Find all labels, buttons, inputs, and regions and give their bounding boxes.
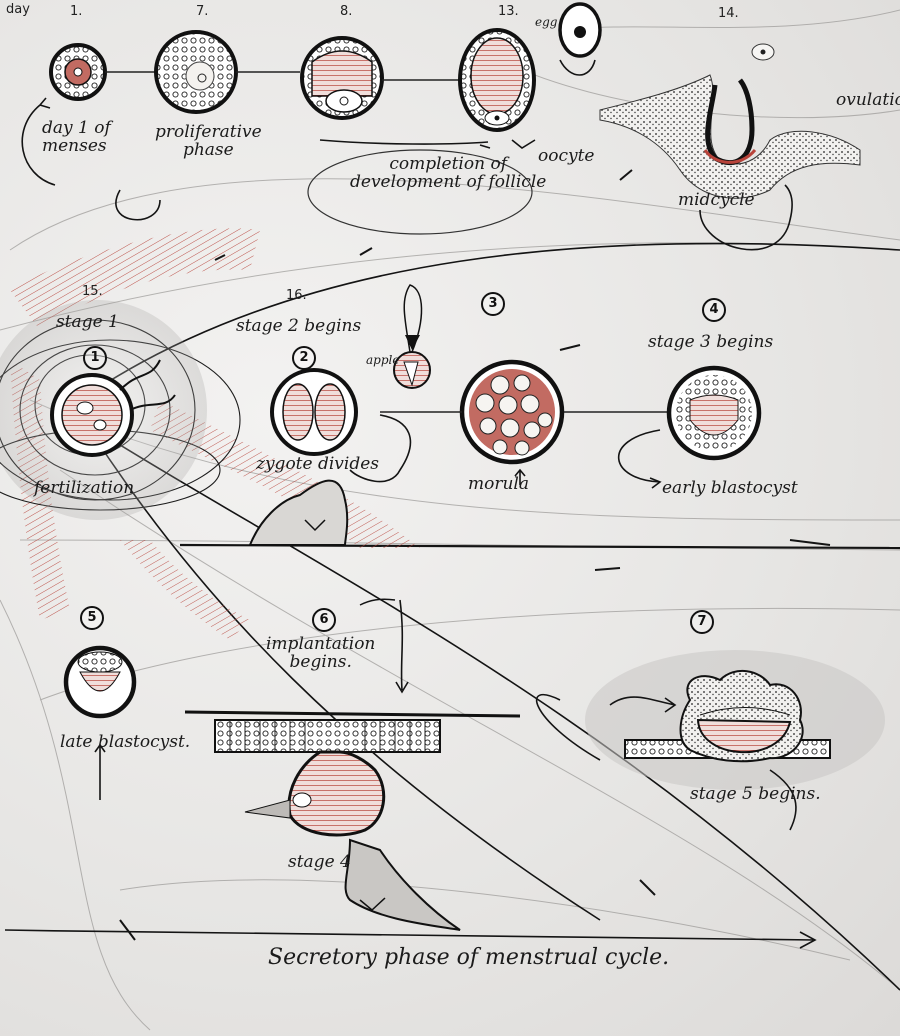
label-stage1: stage 1 [56, 312, 119, 332]
label-day1-of-menses: day 1 of menses [42, 118, 111, 156]
fertilized-egg [50, 359, 176, 457]
follicle-day13 [458, 28, 536, 132]
stage-number-5: 5 [80, 606, 104, 630]
follicle-day1 [49, 43, 107, 101]
morula [459, 359, 565, 465]
bottom-arrows [535, 694, 797, 831]
day-number-7: 7. [196, 4, 209, 19]
stage-number-6: 6 [312, 608, 336, 632]
ovulation-surface [599, 43, 861, 199]
label-stage2: stage 2 begins [236, 316, 362, 336]
label-stage3: stage 3 begins [648, 332, 774, 352]
stage-number-4: 4 [702, 298, 726, 322]
label-egg: egg [535, 15, 558, 29]
label-proliferative-phase: proliferative phase [155, 122, 262, 160]
stage5-implant [585, 650, 885, 790]
day-number-15: 15. [82, 284, 103, 299]
label-secretory-phase: Secretory phase of menstrual cycle. [268, 945, 670, 970]
label-fertilization: fertilization [34, 478, 135, 498]
label-morula: morula [468, 474, 530, 494]
label-apple: apple [366, 353, 400, 367]
label-oocyte: oocyte [538, 146, 595, 166]
stage-number-3: 3 [481, 292, 505, 316]
zygote-two-cell [270, 368, 358, 456]
day-number-16: 16. [286, 288, 307, 303]
implantation-scene [184, 710, 521, 931]
day-number-8: 8. [340, 4, 353, 19]
label-completion-follicle: completion of development of follicle [350, 154, 547, 192]
late-blastocyst [63, 645, 137, 719]
stage-number-1: 1 [83, 346, 107, 370]
label-midcycle: midcycle [678, 190, 755, 210]
day-label: day [6, 2, 30, 17]
label-zygote-divides: zygote divides [256, 454, 380, 474]
stage-number-2: 2 [292, 346, 316, 370]
label-late-blastocyst: late blastocyst. [60, 732, 191, 752]
label-early-blastocyst: early blastocyst [662, 478, 798, 498]
apple-sketch [393, 284, 431, 389]
day-number-13: 13. [498, 4, 519, 19]
follicle-bubble [307, 149, 533, 235]
top-arrows [21, 59, 793, 251]
label-implantation-begins: implantation begins. [266, 634, 376, 672]
stray-marks [119, 169, 831, 941]
early-blastocyst [666, 365, 762, 461]
label-ovulation: ovulatio [836, 90, 900, 110]
follicle-day7 [154, 30, 238, 114]
label-stage4: stage 4 [288, 852, 351, 872]
day-number-1: 1. [70, 4, 83, 19]
follicle-day8 [300, 36, 384, 120]
stage-number-7: 7 [690, 610, 714, 634]
middle-arrows [349, 414, 662, 489]
egg-cell [558, 2, 602, 58]
pouch-shape [248, 479, 349, 546]
label-stage5: stage 5 begins. [690, 784, 821, 804]
day-number-14: 14. [718, 6, 739, 21]
